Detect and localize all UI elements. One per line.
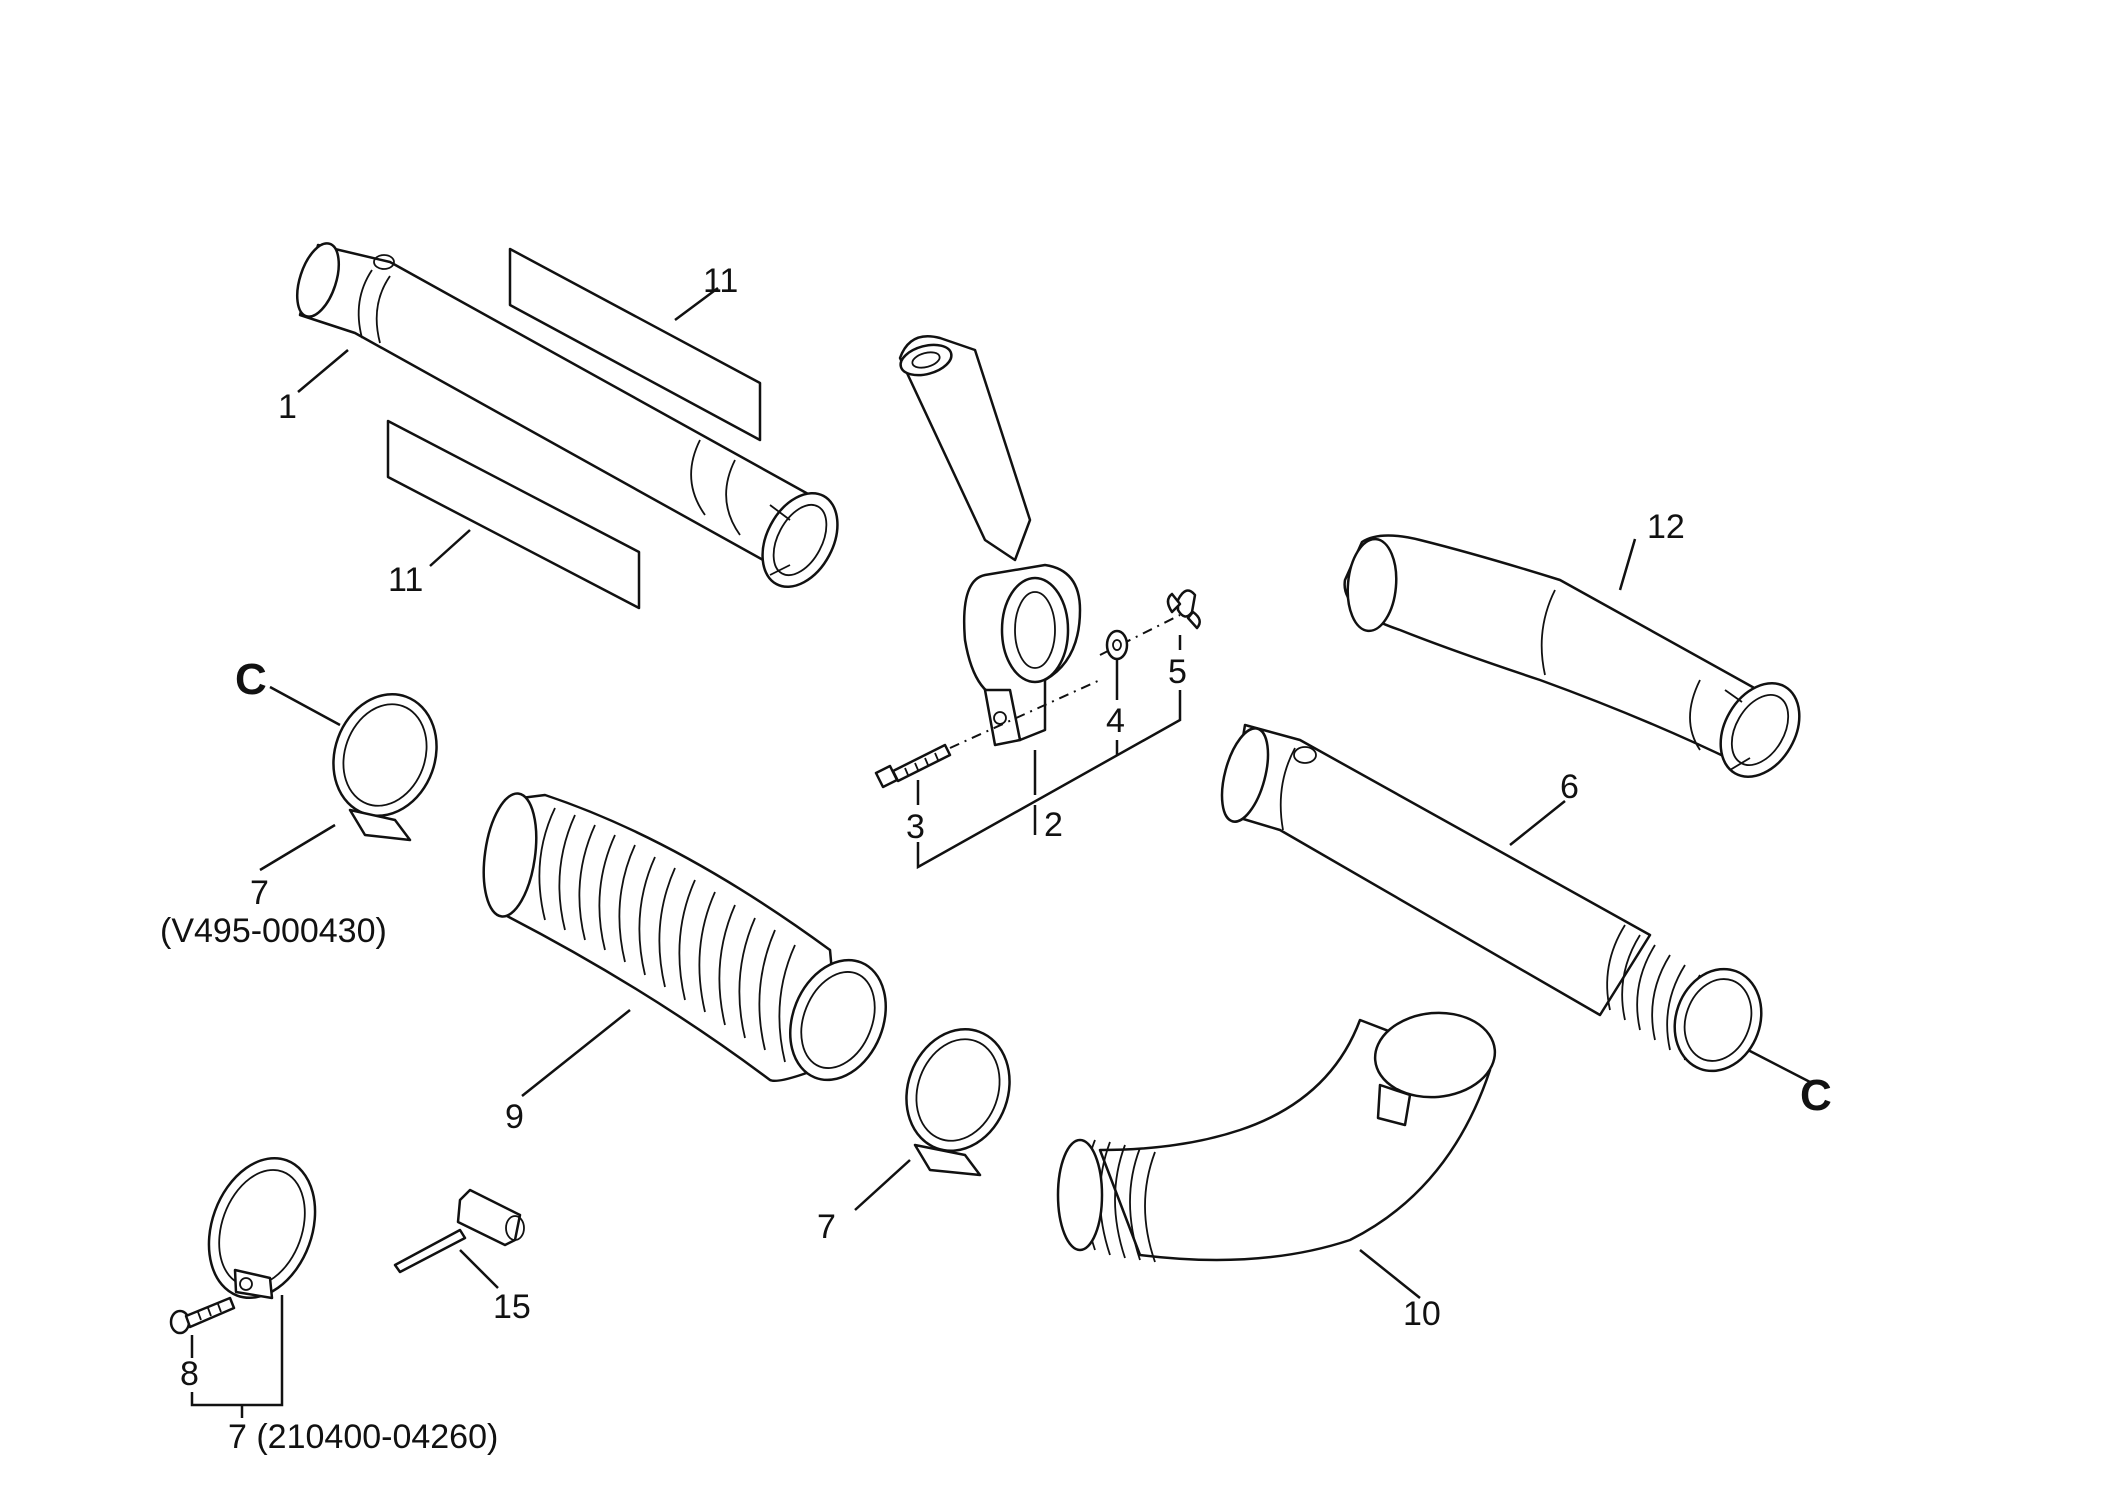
label-part-8: 8 bbox=[180, 1355, 199, 1393]
label-part-7-top-code: (V495-000430) bbox=[160, 912, 387, 950]
label-part-7-mid: 7 bbox=[817, 1208, 836, 1246]
label-part-3: 3 bbox=[906, 808, 925, 846]
label-part-5: 5 bbox=[1168, 653, 1187, 691]
label-part-11-bottom: 11 bbox=[388, 561, 423, 599]
label-part-4: 4 bbox=[1106, 702, 1125, 740]
label-part-15: 15 bbox=[493, 1288, 531, 1326]
label-part-9: 9 bbox=[505, 1098, 524, 1136]
straight-pipe-part-6 bbox=[1220, 723, 1763, 1073]
label-part-7-top: 7 bbox=[250, 874, 269, 912]
leader-lines bbox=[190, 286, 1811, 1418]
label-part-1: 1 bbox=[278, 388, 297, 426]
washer-part-4 bbox=[1105, 629, 1129, 661]
screw-part-8 bbox=[169, 1296, 236, 1335]
label-part-12: 12 bbox=[1647, 508, 1685, 546]
wing-nut-part-5 bbox=[1166, 589, 1201, 630]
hose-clamp-part-7-top bbox=[332, 693, 438, 842]
decal-part-11-bottom bbox=[386, 419, 641, 610]
handle-clamp-part-2 bbox=[898, 335, 1082, 747]
pipe-part-1 bbox=[295, 242, 839, 589]
bellows-hose-part-9 bbox=[482, 792, 888, 1082]
band-clamp-part-7-bottom bbox=[207, 1156, 317, 1300]
label-part-2: 2 bbox=[1044, 806, 1063, 844]
decal-part-11-top bbox=[508, 247, 762, 442]
reference-c-right: C bbox=[1800, 1071, 1832, 1120]
label-part-11-top: 11 bbox=[703, 262, 738, 300]
wrench-part-15 bbox=[393, 1188, 525, 1274]
bent-pipe-part-12 bbox=[1343, 534, 1801, 778]
hose-clamp-part-7-mid bbox=[905, 1028, 1011, 1177]
nut-axis-line bbox=[1099, 614, 1181, 656]
label-part-6: 6 bbox=[1560, 768, 1579, 806]
label-part-10: 10 bbox=[1403, 1295, 1441, 1333]
elbow-pipe-part-10 bbox=[1056, 1011, 1497, 1263]
label-part-7-bottom: 7 (210400-04260) bbox=[228, 1418, 498, 1456]
reference-c-left: C bbox=[235, 655, 267, 704]
bolt-axis-line bbox=[949, 679, 1101, 749]
bolt-part-3 bbox=[874, 743, 952, 789]
